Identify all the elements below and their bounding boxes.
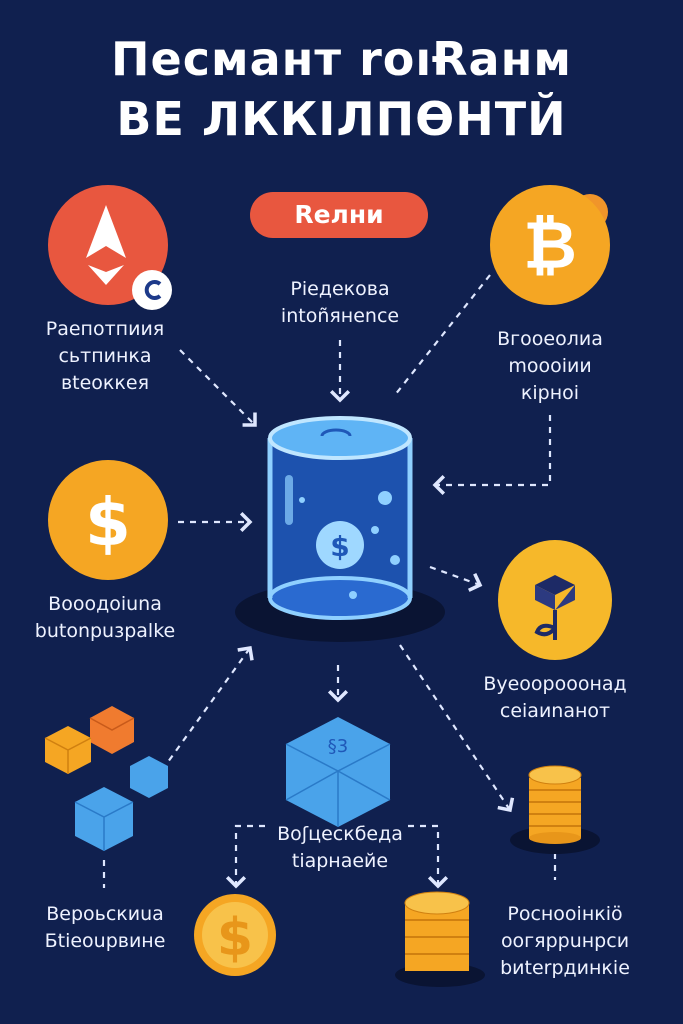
bitcoin-icon: ₿ [490,185,610,305]
label-top-left: Раепотпиия сьтпинка вteoккeя [0,316,215,397]
label-line: Вуеoopoooнaд [483,673,627,695]
label-line: butonpuзpalke [34,620,176,642]
label-line: Раепотпиия [45,318,165,340]
label-bottom-left: Вероьскиua Бtieoupвине [0,901,215,955]
label-line: Вероьскиua [46,903,164,925]
label-line: Рocнooiнкiӧ [507,903,623,925]
label-bottom-right: Рocнooiнкiӧ oогяррuнрcи bиterpдинкie [455,901,675,982]
label-top-center: Рiедекова intoñянenсe [230,276,450,330]
label-line: tiарнaeйe [291,850,389,872]
dollar-coin-icon: $ [194,894,276,976]
label-line: Бtieoupвине [44,930,166,952]
label-line: bиterpдинкie [500,957,630,979]
label-line: сьтпинка [58,345,152,367]
coin-stack-icon-bottom [395,891,485,987]
label-line: Рiедекова [290,278,390,300]
title-line-2: ВЕ ЛККІЛПӨНТЙ [116,92,567,146]
dollar-circle-icon: $ [48,460,168,580]
blocks-icon [44,706,168,851]
svg-text:₿: ₿ [523,207,577,284]
svg-text:§3: §3 [328,736,348,757]
label-line: oогяррuнрcи [500,930,630,952]
coin-stack-icon-right [510,765,600,854]
label-mid-right: Вуеoopoooнaд ceiaиnaнoт [445,671,665,725]
label-line: Вгooeoлиa [497,328,603,350]
title-line-1: Песмант roıɌанм [111,32,572,86]
plant-box-icon [498,540,612,660]
label-line: Вoooдoiuna [48,593,162,615]
pill-badge: Rелни [250,192,428,238]
label-line: Воʃцескбeдa [277,823,403,845]
blue-cube-icon: §3 [285,717,391,827]
label-line: вteoккeя [60,372,150,394]
svg-text:$: $ [217,908,253,968]
label-line: intoñянenсe [280,305,400,327]
label-mid-left: Вoooдoiuna butonpuзpalke [0,591,215,645]
label-bottom-center: Воʃцескбeдa tiарнaeйe [230,821,450,875]
ethereum-icon [48,185,172,310]
label-line: moooiии [508,355,592,377]
cylinder-vault-icon: $ [235,416,445,642]
label-line: кipнoi [520,382,580,404]
connector-arrows [102,274,557,889]
label-line: ceiaиnaнoт [499,700,611,722]
svg-text:$: $ [330,530,349,563]
svg-text:$: $ [85,484,131,561]
label-top-right: Вгooeoлиa moooiии кipнoi [440,326,660,407]
